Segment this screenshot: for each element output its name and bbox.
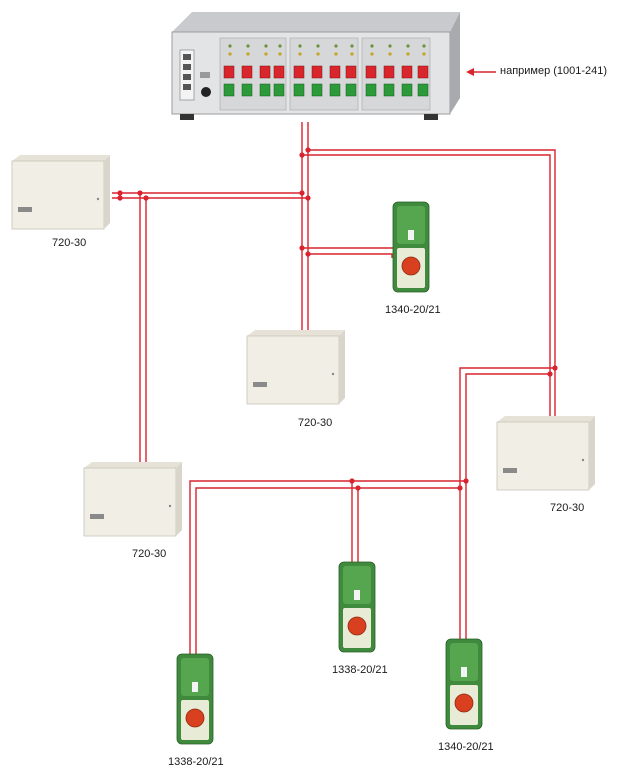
control-station-graphic: [338, 561, 376, 653]
control-station-2-label: 1338-20/21: [332, 664, 388, 676]
junction-box-2: [245, 330, 349, 411]
junction-box-graphic: [11, 155, 110, 230]
wire-top-right: [302, 149, 556, 420]
junction-box-4: [82, 462, 186, 543]
junction-box-graphic: [246, 330, 345, 405]
control-station-graphic: [445, 638, 483, 730]
junction-box-1: [10, 155, 114, 236]
wire-station-top: [302, 247, 399, 258]
control-station-1-label: 1340-20/21: [385, 304, 441, 316]
controller-annotation: например (1001-241): [500, 65, 608, 77]
junction-box-graphic: [83, 462, 182, 537]
control-station-3: [173, 652, 217, 753]
control-station-2: [335, 560, 379, 661]
wire-lower-run: [189, 480, 466, 656]
control-station-3-label: 1338-20/21: [168, 756, 224, 768]
controller-graphic: [171, 12, 460, 120]
annotation-arrow: [466, 68, 496, 76]
wire-right-loop: [459, 367, 555, 640]
control-station-graphic: [176, 653, 214, 745]
junction-box-1-label: 720-30: [52, 237, 87, 249]
central-controller: [168, 10, 466, 122]
junction-box-graphic: [496, 416, 595, 491]
wire-mid-station: [351, 481, 359, 562]
junction-box-3-label: 720-30: [550, 502, 585, 514]
junction-box-3: [495, 416, 599, 497]
control-station-1: [389, 200, 433, 301]
junction-box-4-label: 720-30: [132, 548, 167, 560]
control-station-4: [442, 637, 486, 738]
control-station-4-label: 1340-20/21: [438, 741, 494, 753]
control-station-graphic: [392, 201, 430, 293]
junction-box-2-label: 720-30: [298, 417, 333, 429]
wire-left-down: [139, 193, 147, 466]
